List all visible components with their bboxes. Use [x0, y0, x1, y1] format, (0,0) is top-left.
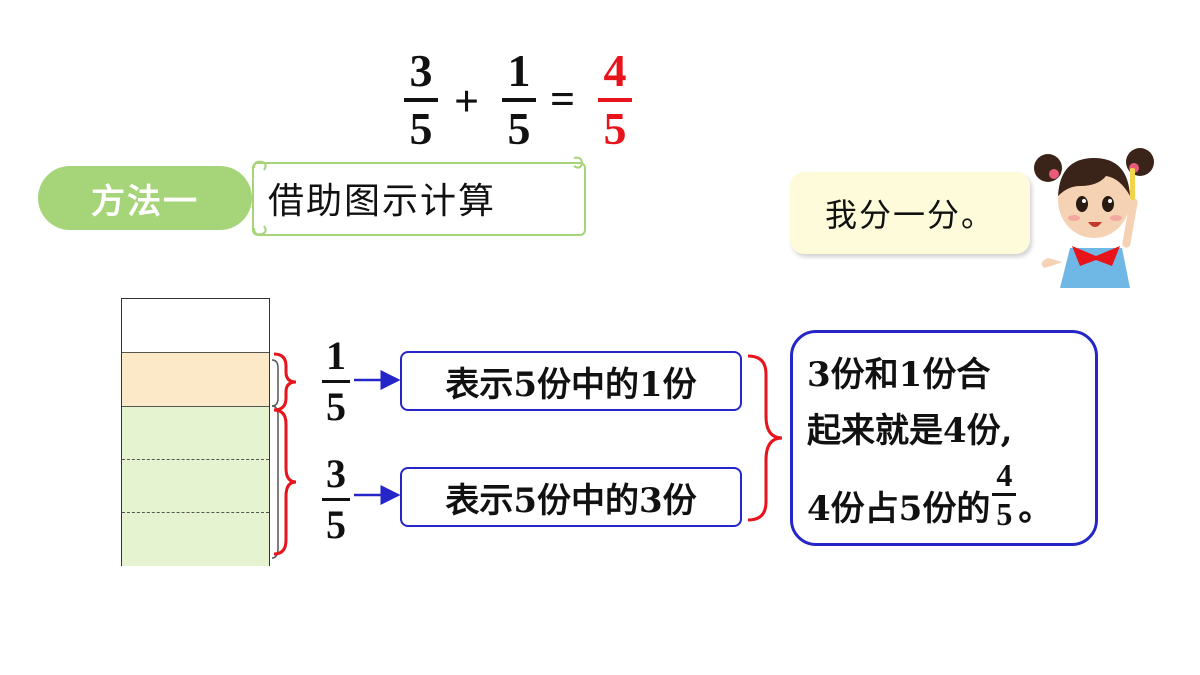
strip-part-green-2: [122, 460, 269, 513]
method-title-scroll: [252, 156, 586, 236]
arrows: [354, 370, 401, 505]
diagram-braces: [271, 352, 297, 559]
denominator: 5: [326, 502, 346, 547]
result-line-3-end: 。: [1018, 489, 1053, 529]
label-box-3-of-5: 表示5份中的3份: [400, 467, 742, 527]
strip-part-green-1: [122, 407, 269, 460]
result-line-1: 3份和1份合: [807, 355, 991, 395]
right-brace: [747, 354, 783, 522]
girl-avatar-icon: [1034, 148, 1154, 288]
result-line-3: 4份占5份的 4 5 。: [807, 459, 1052, 530]
result-line-2: 起来就是4份,: [807, 411, 1013, 451]
fraction-1-5: 1 5: [502, 48, 536, 152]
strip-part-green-3: [122, 513, 269, 566]
fraction-3-5: 3 5: [404, 48, 438, 152]
denominator: 5: [409, 103, 433, 154]
method-title: 借助图示计算: [268, 181, 497, 222]
fraction-1-5-label: 1 5: [322, 336, 350, 427]
fraction-strip: [121, 298, 270, 566]
scroll-curl-icon: [253, 156, 584, 236]
strip-part-one-fifth: [122, 353, 269, 407]
result-fraction: 4 5: [598, 48, 632, 152]
speech-bubble: 我分一分。: [790, 172, 1030, 254]
numerator: 3: [409, 45, 433, 96]
numerator: 1: [507, 45, 531, 96]
numerator: 3: [326, 451, 346, 496]
plus-sign: +: [454, 77, 480, 126]
denominator: 5: [603, 103, 627, 154]
label-box-1-of-5: 表示5份中的1份: [400, 351, 742, 411]
fraction-3-5-label: 3 5: [322, 454, 350, 545]
denominator: 5: [996, 496, 1013, 532]
denominator: 5: [507, 103, 531, 154]
result-line-3-text: 4份占5份的: [807, 489, 991, 529]
result-fraction-4-5: 4 5: [992, 457, 1017, 532]
strip-part-empty: [122, 299, 269, 353]
numerator: 4: [996, 457, 1013, 493]
denominator: 5: [326, 384, 346, 429]
result-box: 3份和1份合 起来就是4份, 4份占5份的 4 5 。: [790, 330, 1098, 546]
equation: 3 5 + 1 5 = 4 5: [400, 48, 640, 158]
method-badge: 方法一: [38, 166, 252, 230]
numerator: 4: [603, 45, 627, 96]
numerator: 1: [326, 333, 346, 378]
equals-sign: =: [550, 75, 576, 124]
